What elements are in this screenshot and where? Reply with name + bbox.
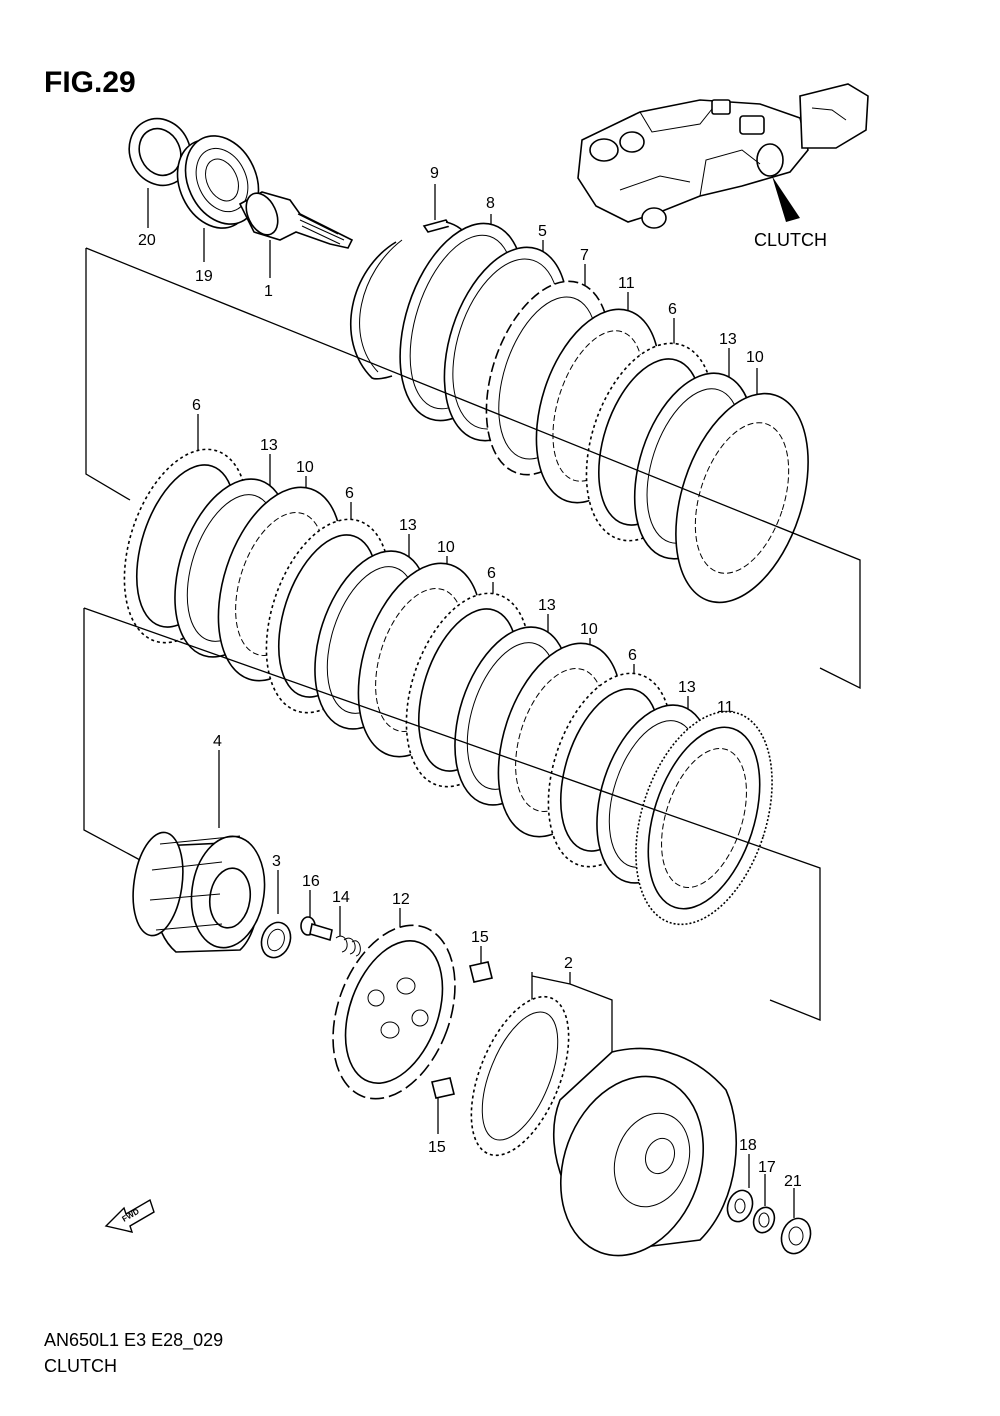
callout-9: 9 [430,165,439,182]
clutch-hub-part-4 [132,831,266,953]
callout-7: 7 [580,247,589,264]
callout-6-top: 6 [668,301,677,318]
callout-6-d: 6 [487,565,496,582]
clutch-location-label: CLUTCH [754,230,827,250]
figure-title: FIG.29 [44,66,136,99]
callout-17: 17 [758,1159,776,1176]
engine-location-sketch [577,83,869,229]
callout-13-top: 13 [719,331,737,348]
callout-18: 18 [739,1137,757,1154]
one-way-clutch-ring [470,995,570,1157]
driven-plate-11-b [635,710,773,926]
callout-6-b: 6 [192,397,201,414]
callout-21: 21 [784,1173,802,1190]
callout-15-bottom: 15 [428,1139,446,1156]
callout-2: 2 [564,955,573,972]
callout-6-c: 6 [345,485,354,502]
washer-part-3 [260,921,292,959]
bearing-part-19 [176,135,260,229]
bolt-part-16 [300,916,333,942]
callout-10-top: 10 [746,349,764,366]
callout-10-d: 10 [580,621,598,638]
callout-16: 16 [302,873,320,890]
callout-14: 14 [332,889,350,906]
oil-seal-part-20 [128,117,192,187]
wire-ring [350,239,403,380]
fwd-direction-arrow: FWD [104,1198,155,1233]
pressure-plate-part-12 [332,924,456,1100]
callout-10-c: 10 [437,539,455,556]
callout-6-e: 6 [628,647,637,664]
roller-part-15-bottom [431,1077,455,1099]
callout-4: 4 [213,733,222,750]
spring-part-14 [335,935,361,957]
shaft-part-1 [238,191,354,249]
model-code: AN650L1 E3 E28_029 [44,1330,223,1351]
nut-part-17 [752,1206,776,1234]
bearing-part-21 [780,1217,812,1255]
roller-part-15-top [469,961,493,983]
callout-20: 20 [138,232,156,249]
callout-13-c: 13 [399,517,417,534]
callout-13-d: 13 [538,597,556,614]
clutch-pointer-arrow [772,176,800,222]
callout-11-top: 11 [618,275,635,292]
clutch-housing-part-2 [552,1047,738,1257]
callout-12: 12 [392,891,410,908]
callout-15-top: 15 [471,929,489,946]
callout-5: 5 [538,223,547,240]
caption: CLUTCH [44,1356,117,1376]
callout-3: 3 [272,853,281,870]
driven-plate-part-10-top [675,392,809,604]
callout-10-b: 10 [296,459,314,476]
callout-1: 1 [264,283,273,300]
callout-19: 19 [195,268,213,285]
washer-part-18 [726,1189,754,1223]
callout-13-e: 13 [678,679,696,696]
callout-8: 8 [486,195,495,212]
callout-13-b: 13 [260,437,278,454]
